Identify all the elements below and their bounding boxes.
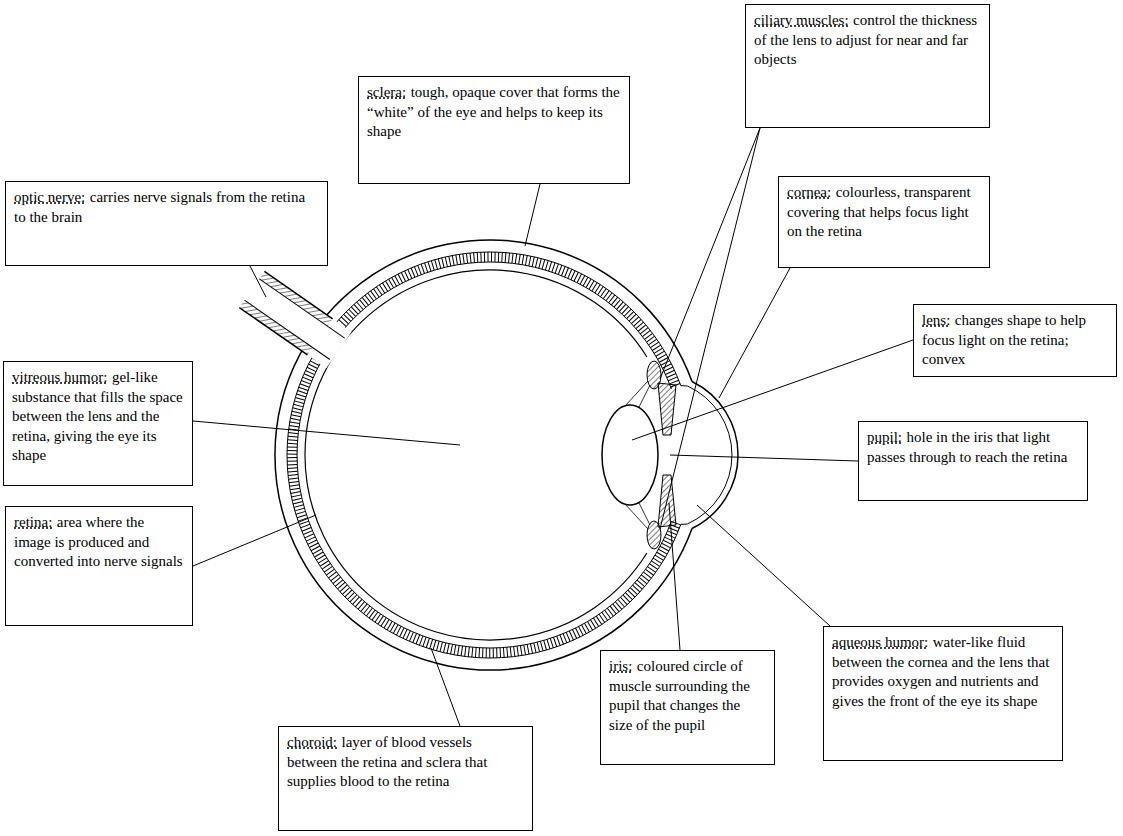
part-name: cornea: xyxy=(787,184,831,200)
leader-line xyxy=(660,128,760,379)
limbus-line xyxy=(681,385,688,386)
callout-box: vitreous humor:gel-like substance that f… xyxy=(3,361,193,486)
callout-box: cornea:colourless, transparent covering … xyxy=(778,176,990,268)
part-name: iris: xyxy=(609,658,632,674)
zonule-fiber xyxy=(625,504,648,529)
callout-text: aqueous humor:water-like fluid between t… xyxy=(832,633,1054,711)
leader-line xyxy=(525,184,540,246)
optic-nerve-ground xyxy=(239,271,351,368)
callout-text: choroid:layer of blood vessels between t… xyxy=(287,733,524,792)
part-name: choroid: xyxy=(287,734,337,750)
leader-line xyxy=(193,515,316,566)
callout-box: ciliary muscles:control the thickness of… xyxy=(745,4,990,128)
callout-text: sclera:tough, opaque cover that forms th… xyxy=(367,83,621,142)
sclera-inner-line xyxy=(287,252,681,658)
sclera-outline xyxy=(275,240,692,670)
leader-line xyxy=(250,266,266,297)
part-name: retina: xyxy=(14,514,52,530)
choroid-inner-line xyxy=(297,262,671,648)
callout-text: cornea:colourless, transparent covering … xyxy=(787,183,981,242)
leader-line xyxy=(669,503,680,650)
limbus-line xyxy=(681,524,688,525)
zonule-fiber xyxy=(625,381,648,406)
ciliary-body xyxy=(647,361,661,389)
leader-line xyxy=(697,505,830,626)
callout-text: retina:area where the image is produced … xyxy=(14,513,184,572)
callout-box: iris:coloured circle of muscle surroundi… xyxy=(600,650,775,765)
nerve-line xyxy=(239,308,307,355)
eyeball xyxy=(239,240,738,670)
callout-box: sclera:tough, opaque cover that forms th… xyxy=(358,76,630,184)
choroid-hatch xyxy=(292,257,676,653)
part-name: pupil: xyxy=(867,429,902,445)
callout-text: ciliary muscles:control the thickness of… xyxy=(754,11,981,70)
part-name: vitreous humor: xyxy=(12,369,107,385)
lens-shape xyxy=(602,405,658,505)
part-name: sclera: xyxy=(367,84,406,100)
callout-box: pupil:hole in the iris that light passes… xyxy=(858,421,1088,501)
callout-text: vitreous humor:gel-like substance that f… xyxy=(12,368,184,466)
retina-line xyxy=(305,270,647,640)
ciliary-body xyxy=(647,521,661,549)
callout-text: optic nerve:carries nerve signals from t… xyxy=(14,188,319,227)
part-name: ciliary muscles: xyxy=(754,12,849,28)
callout-box: lens:changes shape to help focus light o… xyxy=(913,304,1117,377)
nerve-line xyxy=(259,279,344,338)
leader-line xyxy=(660,128,760,529)
part-name: optic nerve: xyxy=(14,189,85,205)
callout-text: iris:coloured circle of muscle surroundi… xyxy=(609,657,766,735)
nerve-line xyxy=(244,300,329,359)
callout-text: lens:changes shape to help focus light o… xyxy=(922,311,1108,370)
callout-box: aqueous humor:water-like fluid between t… xyxy=(823,626,1063,761)
nerve-line xyxy=(264,271,332,318)
leader-line xyxy=(431,648,460,726)
leader-line xyxy=(719,268,790,398)
leader-line xyxy=(670,455,858,461)
leader-line xyxy=(193,421,460,445)
part-name: aqueous humor: xyxy=(832,634,928,650)
optic-nerve-shape xyxy=(239,271,351,368)
part-name: lens: xyxy=(922,312,950,328)
callout-box: retina:area where the image is produced … xyxy=(5,506,193,626)
callout-text: pupil:hole in the iris that light passes… xyxy=(867,428,1079,467)
callout-box: optic nerve:carries nerve signals from t… xyxy=(5,181,328,266)
callout-box: choroid:layer of blood vessels between t… xyxy=(278,726,533,831)
